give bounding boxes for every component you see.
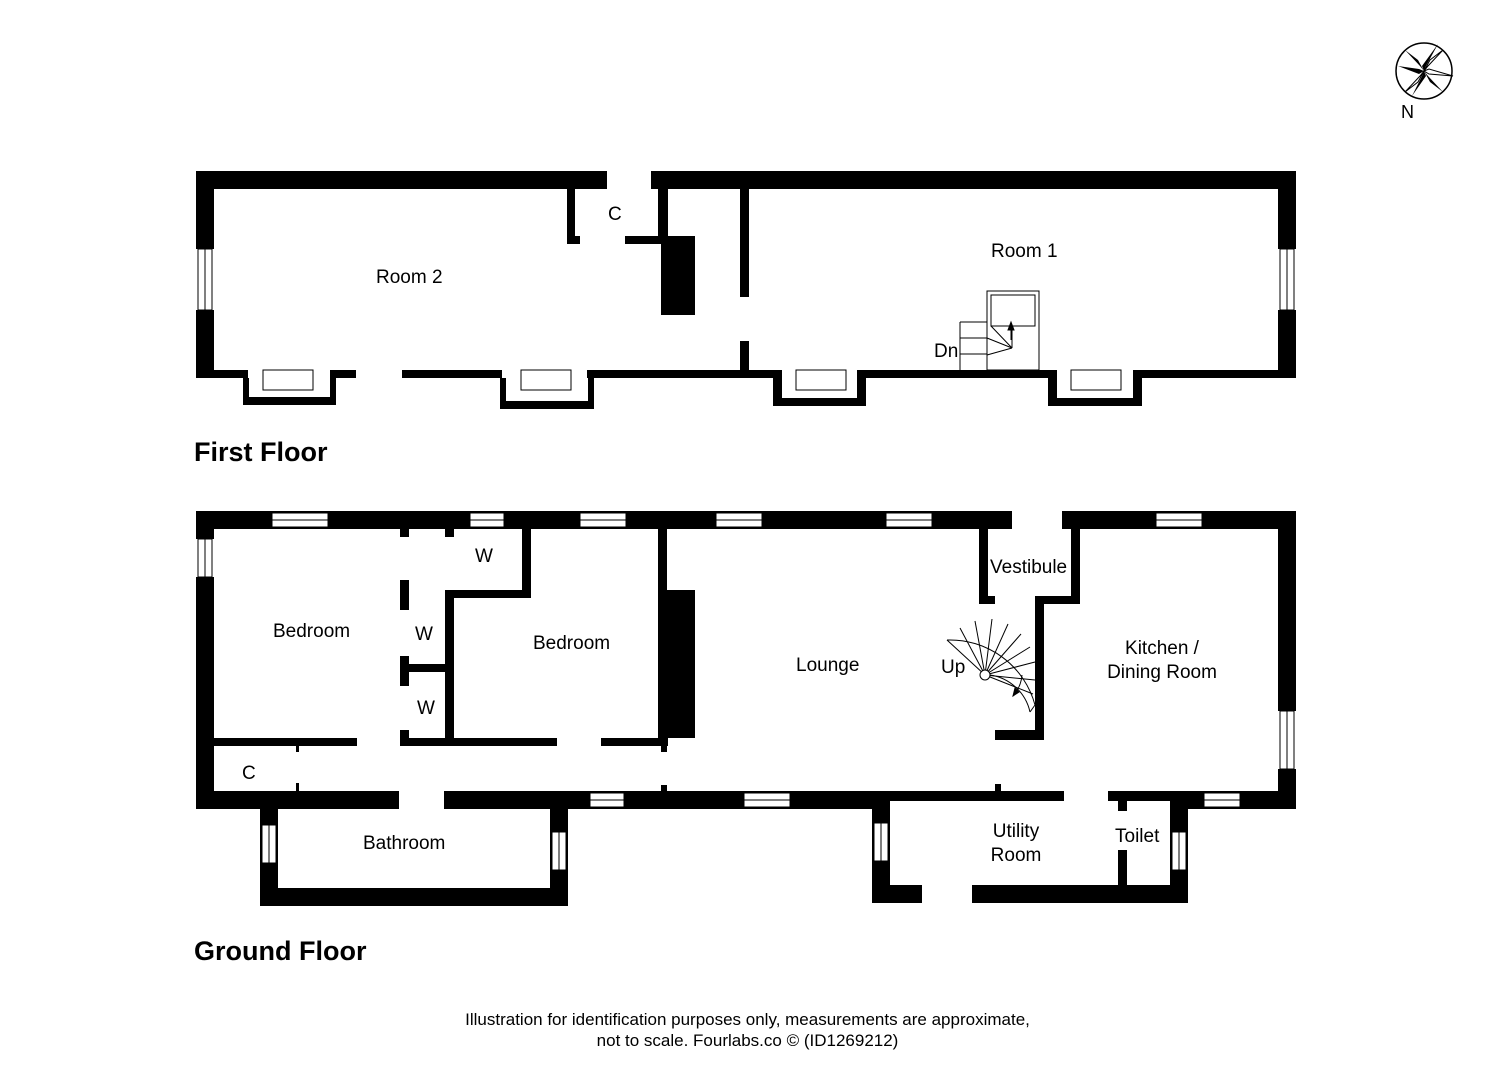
lounge-label: Lounge (796, 655, 860, 676)
bathroom-label: Bathroom (363, 833, 446, 854)
ground-floor-title: Ground Floor (194, 936, 367, 966)
room-2-label: Room 2 (376, 267, 443, 288)
bedroom-middle-label: Bedroom (533, 633, 611, 654)
first-floor-cupboard-label: C (608, 204, 622, 225)
kitchen-label-line1: Kitchen / (1125, 638, 1199, 659)
first-floor-windows (197, 248, 1295, 391)
spiral-staircase (946, 618, 1036, 713)
stairs-down-label: Dn (934, 341, 959, 362)
wardrobe-bottom-label: W (417, 698, 435, 719)
wardrobe-mid-label: W (415, 624, 433, 645)
utility-room-label-line1: Utility (992, 821, 1040, 842)
compass-north-label: N (1401, 102, 1414, 122)
vestibule-label: Vestibule (990, 557, 1068, 578)
wardrobe-top-label: W (475, 546, 493, 567)
first-floor-title: First Floor (194, 437, 328, 467)
toilet-label: Toilet (1115, 826, 1160, 847)
kitchen-label-line2: Dining Room (1107, 662, 1217, 683)
disclaimer-line-2: not to scale. Fourlabs.co © (ID1269212) (596, 1031, 899, 1050)
room-1-label: Room 1 (991, 241, 1058, 262)
bedroom-west-label: Bedroom (273, 621, 351, 642)
ground-floor-windows (197, 512, 1295, 871)
utility-room-label-line2: Room (990, 845, 1042, 866)
first-floor-staircase (959, 290, 1040, 371)
first-floor-walls (196, 171, 1296, 409)
disclaimer-line-1: Illustration for identification purposes… (465, 1010, 1030, 1029)
stairs-up-label: Up (941, 657, 966, 678)
compass-star-icon (1395, 42, 1454, 100)
ground-floor-cupboard-label: C (242, 763, 256, 784)
